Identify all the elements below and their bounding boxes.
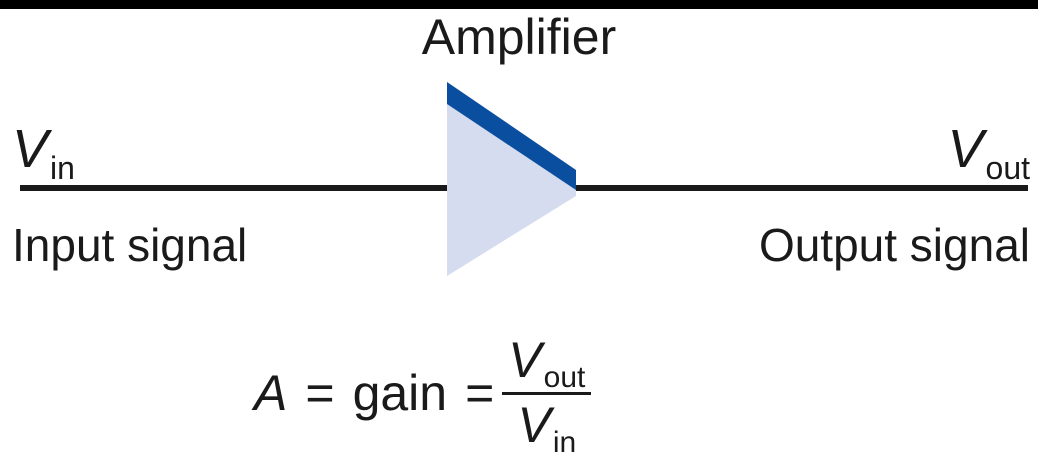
fraction-bar — [502, 392, 592, 395]
equation-equals-sign: = — [305, 364, 335, 421]
top-border-bar — [0, 0, 1038, 9]
amplifier-triangle — [447, 82, 576, 276]
equation-equals-sign-2: = — [465, 364, 495, 421]
output-voltage-subscript: out — [985, 150, 1030, 186]
output-voltage-symbol: V — [947, 119, 984, 179]
denominator-symbol: V — [517, 397, 551, 453]
input-voltage-subscript: in — [50, 150, 75, 186]
equation-gain-word: gain — [352, 364, 448, 421]
fraction-denominator: Vin — [511, 397, 582, 459]
input-voltage-label: Vin — [12, 119, 75, 184]
denominator-subscript: in — [552, 426, 577, 459]
equation-gain-symbol: A — [254, 364, 288, 421]
input-signal-label: Input signal — [12, 219, 248, 271]
fraction-numerator: Vout — [502, 331, 591, 393]
gain-fraction: Vout Vin — [502, 331, 592, 459]
input-voltage-symbol: V — [12, 119, 49, 179]
numerator-subscript: out — [543, 360, 586, 394]
amplifier-title: Amplifier — [421, 9, 617, 65]
gain-equation: A = gain = Vout Vin — [254, 325, 592, 460]
numerator-symbol: V — [508, 331, 542, 388]
amplifier-triangle-edge — [447, 82, 576, 190]
output-signal-label: Output signal — [758, 219, 1030, 271]
output-voltage-label: Vout — [947, 119, 1030, 184]
